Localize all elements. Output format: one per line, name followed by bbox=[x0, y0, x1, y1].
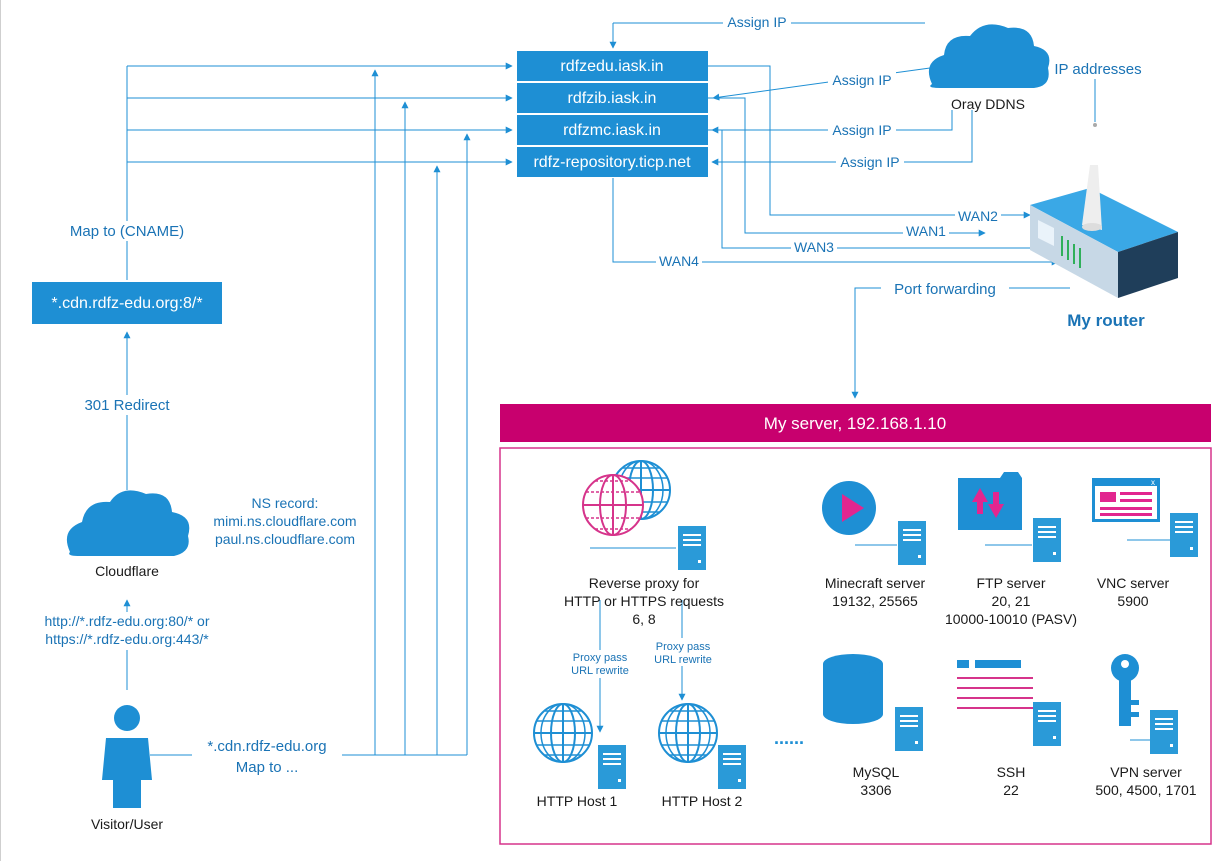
vnc-port: 5900 bbox=[1117, 593, 1148, 609]
key-icon bbox=[1111, 654, 1178, 754]
more-hosts-ellipsis: ...... bbox=[774, 728, 804, 748]
signal-dot bbox=[1093, 123, 1097, 127]
wan2-label: WAN2 bbox=[958, 208, 998, 224]
url-rewrite-label: URL rewrite bbox=[654, 654, 712, 666]
url-http-label: http://*.rdfz-edu.org:80/* or bbox=[45, 613, 210, 629]
mysql-port: 3306 bbox=[860, 782, 891, 798]
svg-text:x: x bbox=[1151, 478, 1155, 487]
user-icon bbox=[102, 705, 152, 808]
reverse-proxy-ports: 6, 8 bbox=[632, 611, 656, 627]
ns-record-label: NS record: bbox=[252, 495, 319, 511]
domain-rdfzmc: rdfzmc.iask.in bbox=[517, 115, 708, 145]
vpn-ports: 500, 4500, 1701 bbox=[1095, 782, 1196, 798]
ip-addresses-label: IP addresses bbox=[1054, 61, 1141, 78]
http-host-2-icon bbox=[658, 703, 746, 789]
cloudflare-label: Cloudflare bbox=[95, 563, 159, 579]
minecraft-ports: 19132, 25565 bbox=[832, 593, 918, 609]
http-host-2-label: HTTP Host 2 bbox=[662, 793, 743, 809]
minecraft-label: Minecraft server bbox=[825, 575, 926, 591]
http-host-1-icon bbox=[533, 703, 626, 789]
ssh-label: SSH bbox=[997, 764, 1026, 780]
url-https-label: https://*.rdfz-edu.org:443/* bbox=[45, 631, 209, 647]
proxy-pass-label: Proxy pass bbox=[656, 641, 711, 653]
assign-ip-label: Assign IP bbox=[727, 14, 786, 30]
ssh-port: 22 bbox=[1003, 782, 1019, 798]
port-forwarding-label: Port forwarding bbox=[894, 281, 996, 298]
ftp-ports: 20, 21 bbox=[992, 593, 1031, 609]
ssh-terminal-icon bbox=[957, 660, 1061, 746]
redirect-301-label: 301 Redirect bbox=[84, 397, 170, 414]
map-cname-label: Map to (CNAME) bbox=[70, 223, 184, 240]
server-title: My server, 192.168.1.10 bbox=[764, 414, 946, 433]
reverse-proxy-line2: HTTP or HTTPS requests bbox=[564, 593, 724, 609]
http-host-1-label: HTTP Host 1 bbox=[537, 793, 618, 809]
visitor-label: Visitor/User bbox=[91, 816, 163, 832]
vpn-label: VPN server bbox=[1110, 764, 1182, 780]
ftp-label: FTP server bbox=[977, 575, 1046, 591]
assign-ip-label: Assign IP bbox=[832, 72, 891, 88]
svg-text:rdfzmc.iask.in: rdfzmc.iask.in bbox=[563, 122, 661, 139]
router-label: My router bbox=[1067, 311, 1145, 330]
ns1-label: mimi.ns.cloudflare.com bbox=[213, 513, 356, 529]
ns2-label: paul.ns.cloudflare.com bbox=[215, 531, 355, 547]
router-icon bbox=[1030, 165, 1178, 298]
domain-rdfz-repository: rdfz-repository.ticp.net bbox=[517, 147, 708, 177]
vnc-window-icon: x bbox=[1092, 478, 1198, 557]
cdn-box: *.cdn.rdfz-edu.org:8/* bbox=[32, 282, 222, 324]
cloudflare-cloud-icon bbox=[66, 490, 190, 556]
ftp-transfer-icon bbox=[958, 472, 1061, 562]
reverse-proxy-line1: Reverse proxy for bbox=[589, 575, 700, 591]
server-panel: My server, 192.168.1.10 bbox=[499, 404, 1212, 845]
wan1-label: WAN1 bbox=[906, 223, 946, 239]
wan4-label: WAN4 bbox=[659, 253, 699, 269]
ftp-pasv-ports: 10000-10010 (PASV) bbox=[945, 611, 1077, 627]
assign-ip-label: Assign IP bbox=[832, 122, 891, 138]
database-icon bbox=[823, 654, 923, 751]
svg-text:rdfz-repository.ticp.net: rdfz-repository.ticp.net bbox=[533, 154, 691, 171]
wan3-label: WAN3 bbox=[794, 239, 834, 255]
mysql-label: MySQL bbox=[853, 764, 900, 780]
oray-ddns-label: Oray DDNS bbox=[951, 96, 1025, 112]
svg-text:rdfzib.iask.in: rdfzib.iask.in bbox=[568, 90, 657, 107]
visitor-map-label: Map to ... bbox=[236, 759, 299, 776]
vnc-label: VNC server bbox=[1097, 575, 1170, 591]
url-rewrite-label: URL rewrite bbox=[571, 665, 629, 677]
svg-text:rdfzedu.iask.in: rdfzedu.iask.in bbox=[560, 58, 663, 75]
proxy-pass-label: Proxy pass bbox=[573, 652, 628, 664]
edge-labels: Assign IP Assign IP Assign IP Assign IP … bbox=[30, 13, 1150, 777]
oray-ddns-cloud-icon bbox=[928, 24, 1050, 88]
domain-rdfzib: rdfzib.iask.in bbox=[517, 83, 708, 113]
visitor-dest-label: *.cdn.rdfz-edu.org bbox=[207, 738, 326, 755]
reverse-proxy-icon bbox=[582, 460, 706, 570]
svg-text:*.cdn.rdfz-edu.org:8/*: *.cdn.rdfz-edu.org:8/* bbox=[51, 295, 202, 312]
play-icon bbox=[822, 481, 926, 565]
domain-rdfzedu: rdfzedu.iask.in bbox=[517, 51, 708, 81]
assign-ip-label: Assign IP bbox=[840, 154, 899, 170]
